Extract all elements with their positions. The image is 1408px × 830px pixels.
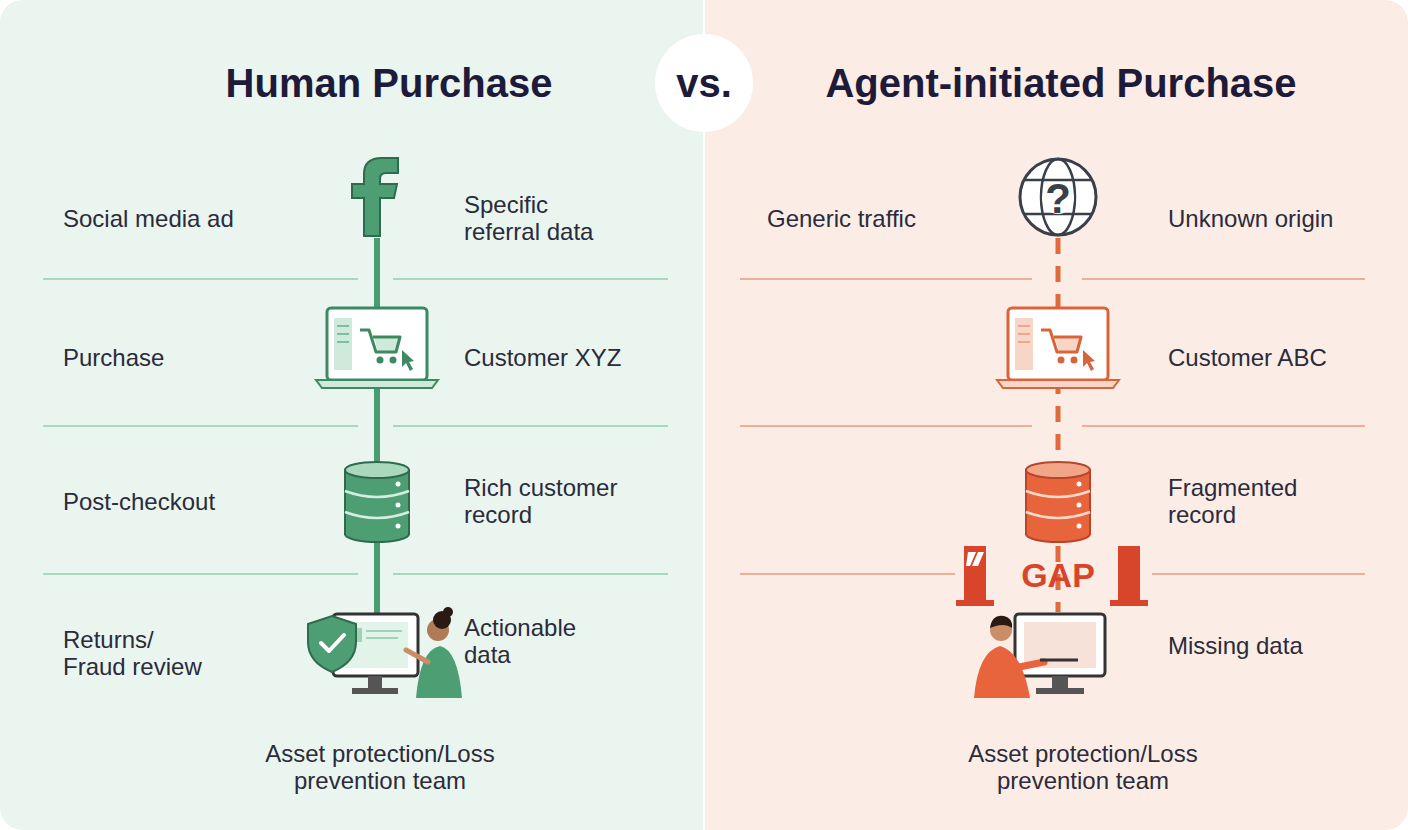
row-label: Returns/ Fraud review — [63, 626, 213, 680]
comparison-panel: Human PurchaseAsset protection/Loss prev… — [0, 0, 703, 830]
row-detail: Rich customer record — [464, 474, 629, 528]
row-detail: Missing data — [1168, 632, 1303, 659]
row-label: Purchase — [63, 344, 164, 371]
database-icon — [1026, 462, 1090, 542]
gap-barrier — [956, 546, 1148, 606]
row-detail: Actionable data — [464, 614, 614, 668]
social-icon — [352, 158, 398, 236]
comparison-panel: Agent-initiated PurchaseAsset protection… — [705, 0, 1408, 830]
row-detail: Fragmented record — [1168, 474, 1328, 528]
row-label: Generic traffic — [767, 205, 916, 232]
row-detail: Customer XYZ — [464, 344, 621, 371]
reviewer-illustration — [308, 607, 462, 698]
unknown-globe-icon — [1020, 159, 1096, 235]
team-caption: Asset protection/Loss prevention team — [245, 740, 515, 794]
laptop-icon — [997, 308, 1119, 388]
panel-title: Agent-initiated Purchase — [731, 60, 1391, 106]
row-detail: Unknown origin — [1168, 205, 1333, 232]
row-separators — [740, 279, 1365, 574]
flow-line — [374, 238, 380, 615]
versus-badge: vs. — [655, 34, 753, 132]
laptop-icon — [316, 308, 438, 388]
team-caption: Asset protection/Loss prevention team — [948, 740, 1218, 794]
question-mark: ? — [1038, 176, 1078, 222]
row-detail: Specific referral data — [464, 191, 619, 245]
row-label: Post-checkout — [63, 488, 215, 515]
row-detail: Customer ABC — [1168, 344, 1327, 371]
versus-text: vs. — [676, 61, 732, 106]
row-separators — [43, 279, 668, 574]
row-label: Social media ad — [63, 205, 234, 232]
database-icon — [345, 462, 409, 542]
gap-label: GAP — [1003, 556, 1113, 594]
broken-flow-line — [1056, 238, 1061, 612]
panel-title: Human Purchase — [69, 60, 709, 106]
reviewer-illustration — [974, 614, 1105, 698]
